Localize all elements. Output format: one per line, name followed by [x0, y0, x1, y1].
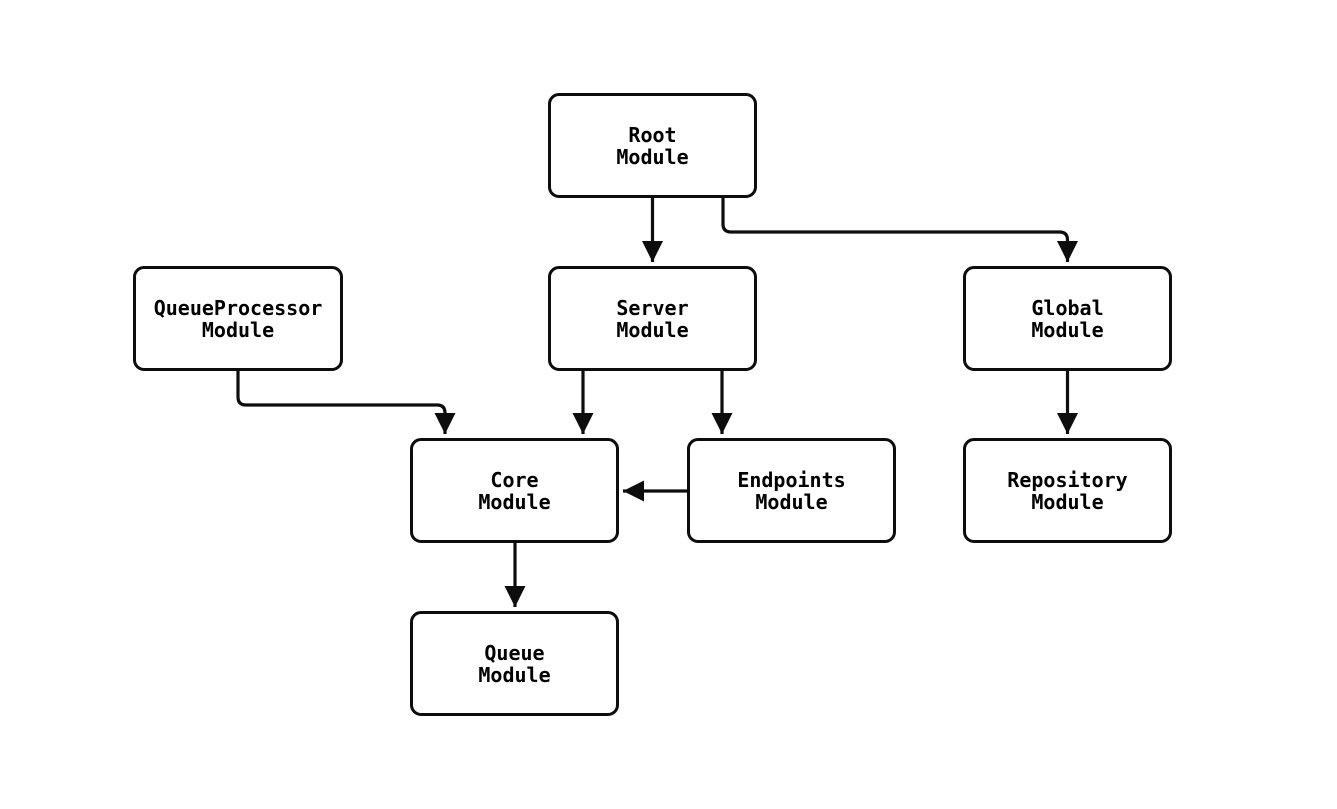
node-label-line: Module: [201, 317, 275, 342]
node-label-line: Module: [478, 662, 551, 687]
node-label-line: Server: [616, 295, 689, 320]
node-label-line: Module: [1031, 317, 1104, 342]
node-label-line: Core: [490, 467, 539, 492]
edge-root-to-global: [721, 198, 1078, 262]
edge-queueprocessor-to-core: [236, 371, 456, 434]
node-label-line: Module: [1031, 489, 1104, 514]
node-label-line: Endpoints: [737, 467, 846, 492]
node-label-line: QueueProcessor: [153, 295, 323, 320]
node-label-line: Root: [628, 122, 677, 147]
node-label-line: Queue: [484, 640, 545, 665]
node-label-line: Module: [616, 317, 689, 342]
node-label-line: Global: [1031, 295, 1104, 320]
node-label-line: Repository: [1007, 467, 1128, 492]
node-label-line: Module: [616, 144, 689, 169]
node-label-line: Module: [755, 489, 828, 514]
node-label-line: Module: [478, 489, 551, 514]
